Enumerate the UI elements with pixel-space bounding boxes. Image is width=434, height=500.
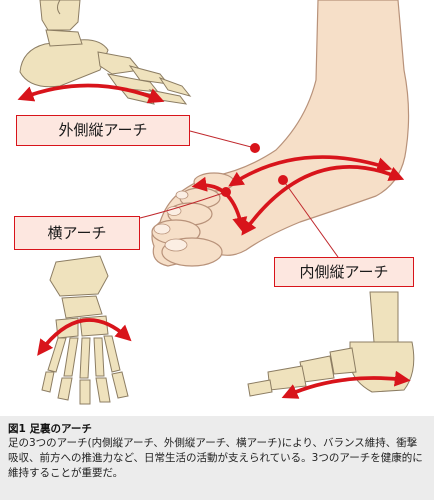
figure-caption: 図1 足裏のアーチ 足の3つのアーチ(内側縦アーチ、外側縦アーチ、横アーチ)によ…	[0, 416, 434, 500]
leader-dots	[221, 143, 288, 197]
leader-lines	[139, 130, 339, 258]
inner-longitudinal-arch-label: 内側縦アーチ	[274, 257, 414, 287]
toenails	[153, 190, 189, 252]
medial-arch-arrow	[281, 370, 411, 399]
lateral-arch-arrow	[17, 83, 165, 104]
transverse-arch-label: 横アーチ	[14, 216, 140, 250]
inner-longitudinal-arch-arrow	[241, 165, 405, 236]
outer-longitudinal-arch-label: 外側縦アーチ	[16, 115, 190, 146]
foot-illustration	[17, 0, 415, 405]
lateral-foot-skeleton	[19, 0, 192, 105]
caption-body: 足の3つのアーチ(内側縦アーチ、外側縦アーチ、横アーチ)により、バランス維持、衝…	[8, 437, 423, 479]
transverse-arch-arrow-skeleton	[37, 318, 132, 356]
caption-title: 図1 足裏のアーチ	[8, 423, 92, 435]
